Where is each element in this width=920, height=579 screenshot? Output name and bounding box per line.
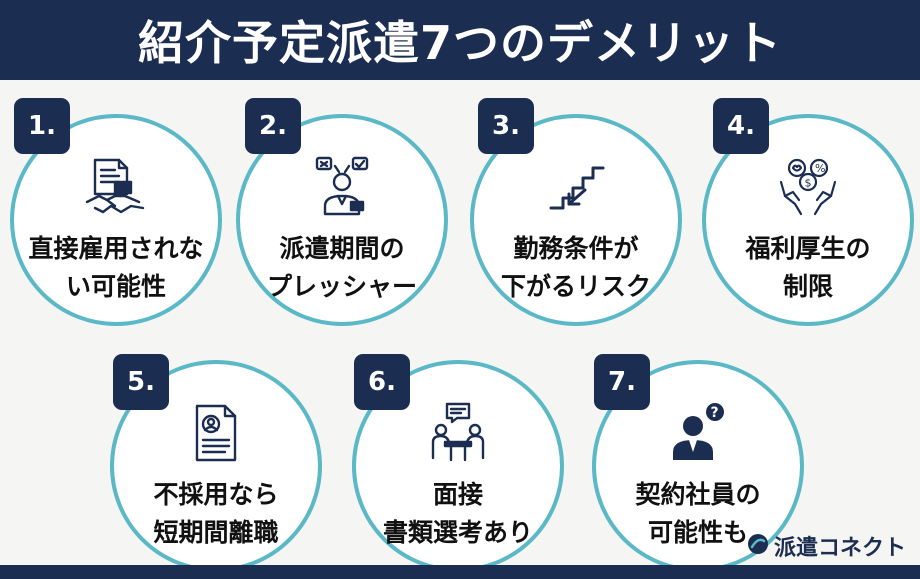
logo-text: 派遣コネクト	[773, 536, 906, 561]
hands-benefits-icon: % $	[777, 156, 839, 218]
number-badge-1: 1.	[14, 98, 70, 154]
brand-logo: 派遣コネクト	[747, 530, 906, 562]
demerit-card-text-1: 直接雇用されな い可能性	[28, 234, 204, 301]
person-question-icon: ?	[667, 402, 729, 464]
demerit-card-text-5: 不採用なら 短期間離職	[153, 480, 279, 547]
number-badge-7: 7.	[594, 354, 650, 410]
resume-document-icon	[185, 402, 247, 464]
number-badge-6: 6.	[354, 354, 410, 410]
pressured-person-icon	[311, 156, 373, 218]
number-badge-5: 5.	[113, 354, 169, 410]
demerit-card-text-2: 派遣期間の プレッシャー	[266, 234, 417, 301]
handshake-contract-icon	[85, 156, 147, 218]
demerit-card-1: 直接雇用されな い可能性	[10, 114, 222, 326]
interview-table-icon	[427, 402, 489, 464]
demerit-card-text-3: 勤務条件が 下がるリスク	[500, 234, 651, 301]
svg-text:$: $	[805, 177, 812, 190]
number-badge-3: 3.	[478, 98, 534, 154]
svg-text:?: ?	[711, 405, 719, 421]
demerit-card-text-4: 福利厚生の 制限	[745, 234, 871, 301]
bottom-bar	[0, 565, 920, 579]
number-badge-4: 4.	[713, 98, 769, 154]
logo-mark-icon	[747, 533, 769, 559]
stairs-down-arrow-icon	[545, 156, 607, 218]
number-badge-2: 2.	[245, 98, 301, 154]
demerit-card-text-6: 面接 書類選考あり	[382, 480, 533, 547]
page-title: 紹介予定派遣7つのデメリット	[137, 16, 782, 70]
svg-text:%: %	[815, 162, 825, 175]
title-banner: 紹介予定派遣7つのデメリット	[0, 0, 920, 80]
demerit-card-text-7: 契約社員の 可能性も	[635, 480, 761, 547]
